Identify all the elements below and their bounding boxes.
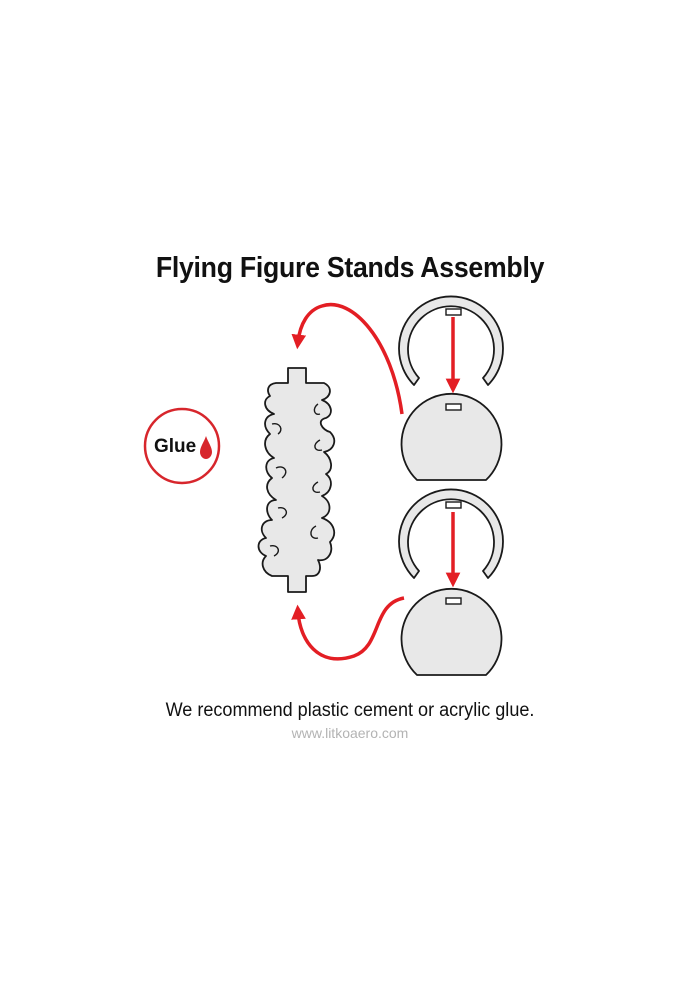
lower-c-ring — [398, 488, 504, 579]
lower-round-base — [400, 587, 503, 676]
arrow-upper-base-to-column-top — [291, 302, 404, 415]
glue-recommendation: We recommend plastic cement or acrylic g… — [165, 700, 535, 721]
cloud-swirl — [269, 544, 280, 557]
cloud-swirl — [277, 506, 288, 519]
upper-c-ring — [398, 295, 504, 386]
lower-ring-slot — [445, 501, 462, 509]
glue-label: Glue — [154, 436, 196, 457]
glue-circle — [143, 407, 221, 485]
diagram-title: Flying Figure Stands Assembly — [155, 252, 545, 284]
arrow-lower-base-to-column-bottom — [291, 596, 405, 661]
upper-base-slot — [445, 403, 462, 411]
cloud-column-part — [257, 367, 336, 593]
glue-drop-icon — [200, 436, 212, 459]
cloud-swirl — [313, 403, 321, 416]
flying-stand-column — [257, 367, 336, 593]
upper-ring-slot — [445, 308, 462, 316]
cloud-swirl — [310, 525, 319, 539]
cloud-swirl — [312, 481, 321, 494]
cloud-swirl — [271, 422, 282, 435]
website-url: www.litkoaero.com — [291, 725, 409, 741]
upper-round-base — [400, 392, 503, 481]
cloud-swirl — [314, 439, 323, 452]
glue-badge: Glue — [143, 407, 221, 485]
lower-base-slot — [445, 597, 462, 605]
cloud-swirl — [275, 466, 287, 479]
